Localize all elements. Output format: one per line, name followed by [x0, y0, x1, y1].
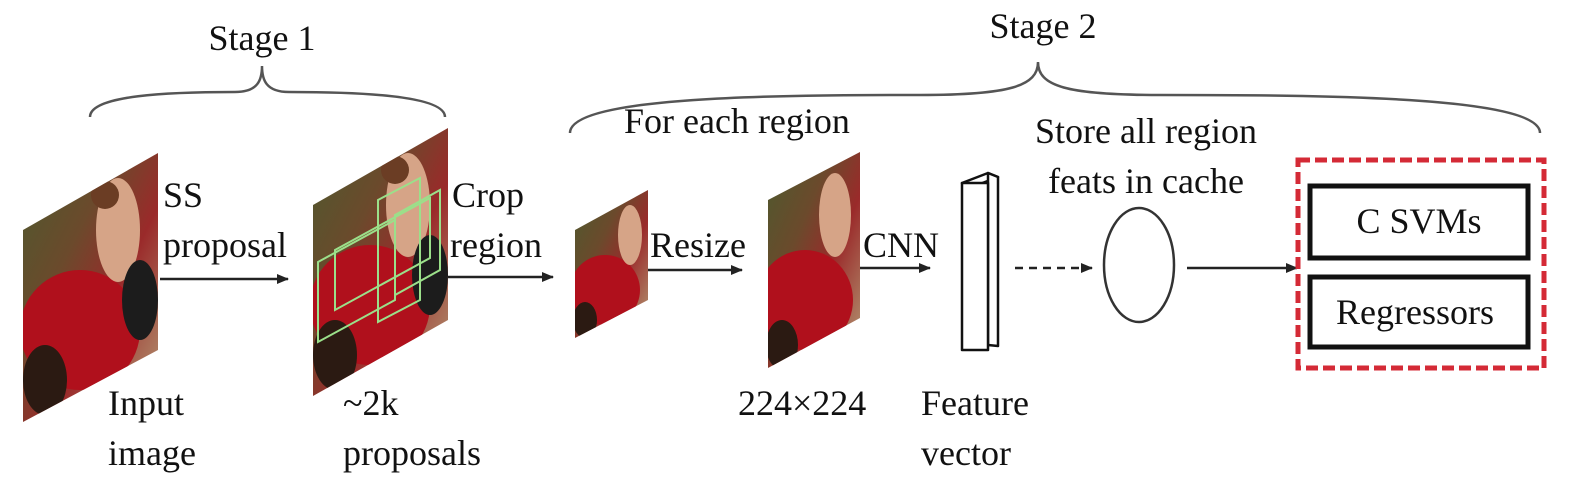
stage2-label: Stage 2	[990, 6, 1097, 46]
cache-ellipse	[1102, 206, 1176, 324]
feature-label-line1: Feature	[921, 383, 1029, 423]
photo-input-image	[23, 153, 158, 422]
store-label-line1: Store all region	[1035, 111, 1257, 151]
crop-label-line2: region	[450, 225, 542, 265]
input-label-line2: image	[108, 433, 196, 473]
regressors-label: Regressors	[1336, 292, 1494, 332]
classifier-highlight-box	[1295, 157, 1547, 371]
ss-label-line1: SS	[163, 175, 203, 215]
store-label-line2: feats in cache	[1048, 161, 1244, 201]
stage2-brace	[568, 61, 1542, 134]
feature-label-line2: vector	[921, 433, 1011, 473]
crop-label-line1: Crop	[452, 175, 524, 215]
photo-cropped-region	[575, 190, 648, 338]
photo-proposals	[313, 128, 448, 396]
photo-resized-region	[768, 152, 860, 368]
stage1-label: Stage 1	[209, 18, 316, 58]
stage1-brace	[88, 65, 447, 118]
proposals-label-line2: proposals	[343, 433, 481, 473]
cnn-label: CNN	[863, 225, 939, 265]
svms-label: C SVMs	[1356, 201, 1481, 241]
resize-dim-label: 224×224	[738, 383, 866, 423]
for-each-region-label: For each region	[624, 101, 850, 141]
feature-vector-bar	[960, 171, 1000, 352]
proposal-boxes	[317, 176, 441, 344]
regressors-box	[1307, 274, 1531, 350]
proposals-label-line1: ~2k	[343, 383, 398, 423]
input-label-line1: Input	[108, 383, 184, 423]
resize-label: Resize	[650, 225, 746, 265]
svms-box	[1307, 183, 1531, 261]
ss-label-line2: proposal	[163, 225, 287, 265]
